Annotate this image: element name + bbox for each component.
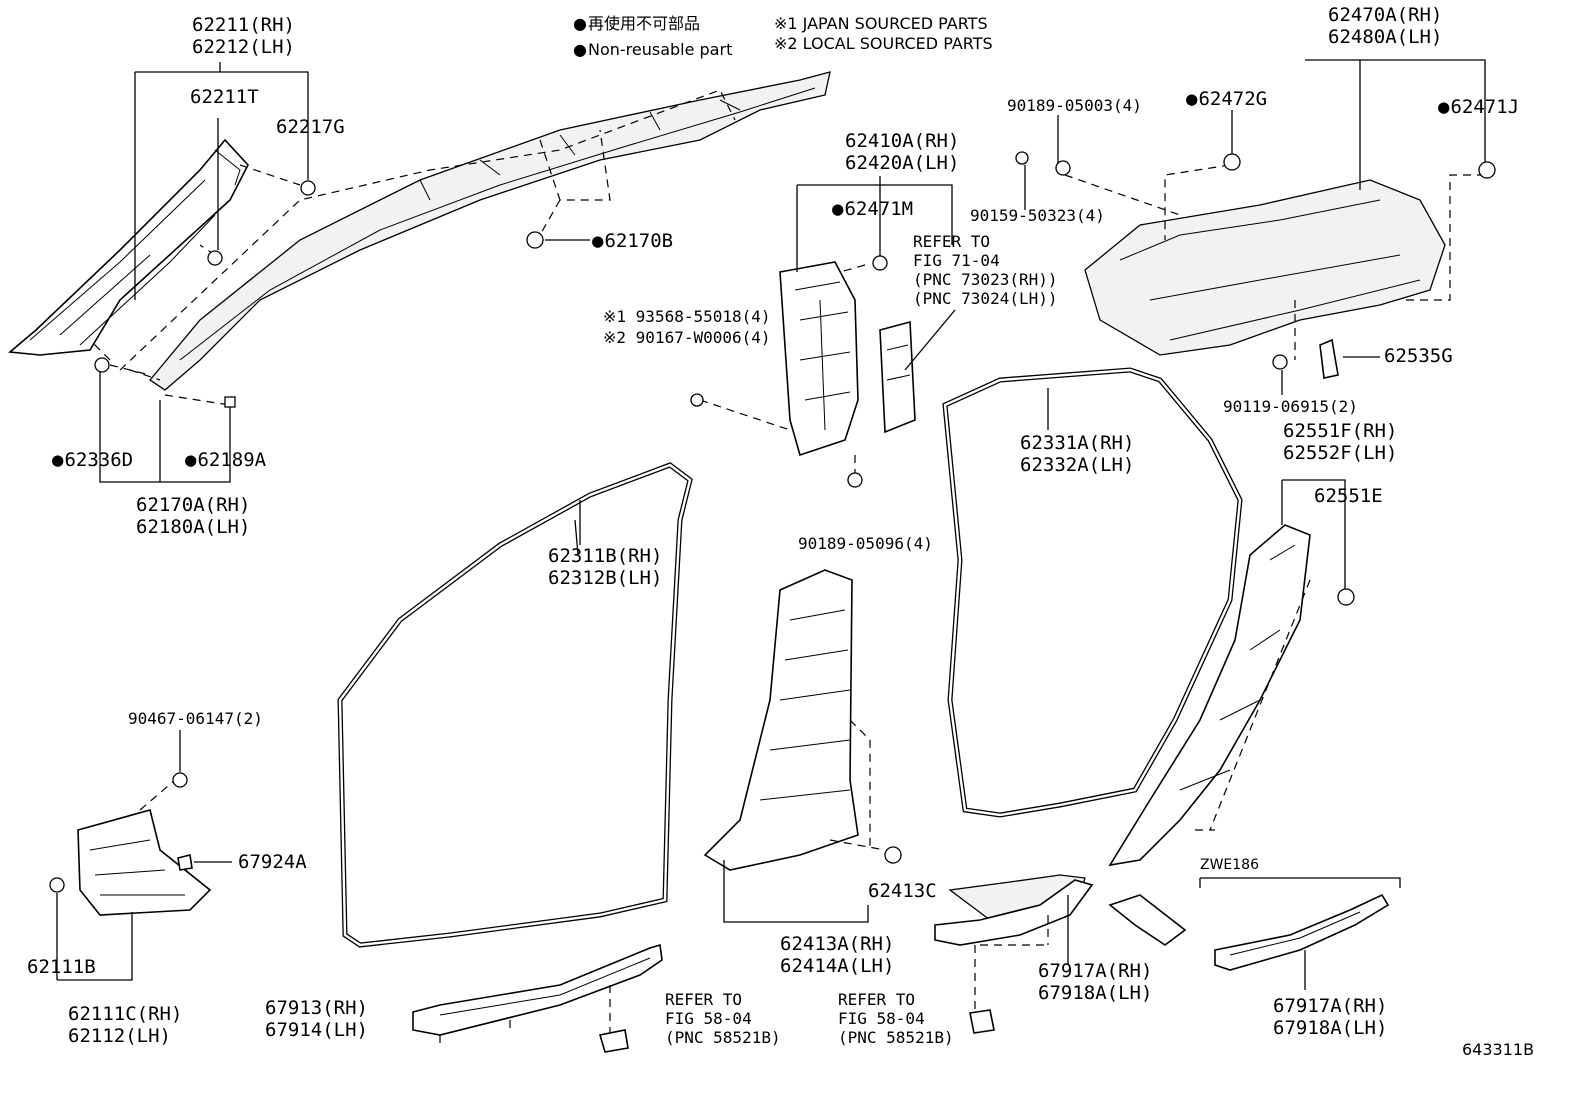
quarter-trim-panel bbox=[1108, 479, 1355, 867]
label-62189a[interactable]: 62189A bbox=[185, 449, 266, 471]
label-62413a[interactable]: 62413A(RH)62414A(LH) bbox=[780, 933, 895, 977]
center-pillar-lower-garnish bbox=[703, 569, 859, 871]
label-90467[interactable]: 90467-06147(2) bbox=[128, 709, 263, 728]
legend-non-reusable-en: Non-reusable part bbox=[573, 40, 732, 60]
label-62410a[interactable]: 62410A(RH)62420A(LH) bbox=[845, 130, 960, 174]
cowl-side-trim bbox=[49, 730, 232, 981]
label-93568[interactable]: ※1 93568-55018(4) bbox=[603, 307, 771, 326]
front-door-weatherstrip bbox=[337, 462, 693, 948]
label-zwe186: ZWE186 bbox=[1200, 857, 1260, 873]
roof-side-inner-garnish bbox=[1084, 179, 1446, 356]
seatbelt-adjuster-ref bbox=[879, 320, 916, 434]
label-62551e[interactable]: 62551E bbox=[1314, 485, 1383, 507]
label-62471j[interactable]: 62471J bbox=[1438, 96, 1519, 118]
label-62336d[interactable]: 62336D bbox=[52, 449, 133, 471]
label-62170b[interactable]: 62170B bbox=[592, 230, 673, 252]
label-67917a-std[interactable]: 67917A(RH)67918A(LH) bbox=[1038, 960, 1153, 1004]
label-90167[interactable]: ※2 90167-W0006(4) bbox=[603, 328, 771, 347]
label-62111b[interactable]: 62111B bbox=[27, 956, 96, 978]
rear-door-weatherstrip bbox=[942, 367, 1243, 818]
roof-side-garnish bbox=[149, 71, 831, 391]
front-pillar-garnish bbox=[8, 138, 249, 356]
diagram-id: 643311B bbox=[1462, 1040, 1535, 1059]
label-62471m[interactable]: 62471M bbox=[832, 198, 913, 220]
a-pillar-leaders bbox=[89, 62, 590, 483]
c-pillar-leaders bbox=[1015, 59, 1496, 395]
legend-en-text: Non-reusable part bbox=[587, 40, 733, 59]
label-62331a[interactable]: 62331A(RH)62332A(LH) bbox=[1020, 432, 1135, 476]
label-67917a-zwe186[interactable]: 67917A(RH)67918A(LH) bbox=[1273, 995, 1388, 1039]
legend-note-1: ※1 JAPAN SOURCED PARTS bbox=[774, 14, 988, 33]
label-90189-05003[interactable]: 90189-05003(4) bbox=[1007, 96, 1142, 115]
label-62535g[interactable]: 62535G bbox=[1384, 345, 1453, 367]
legend-non-reusable-jp: 再使用不可部品 bbox=[573, 14, 700, 34]
label-62211t[interactable]: 62211T bbox=[190, 86, 259, 108]
b-pillar-leaders bbox=[690, 176, 956, 488]
roof-rail-dashed-outline bbox=[119, 89, 736, 406]
label-62211[interactable]: 62211(RH)62212(LH) bbox=[192, 14, 295, 58]
legend-jp-text: 再使用不可部品 bbox=[587, 14, 700, 33]
front-door-scuff-plate bbox=[412, 943, 663, 1053]
legend-note-2: ※2 LOCAL SOURCED PARTS bbox=[774, 34, 993, 53]
label-62470a[interactable]: 62470A(RH)62480A(LH) bbox=[1328, 4, 1443, 48]
label-67913[interactable]: 67913(RH)67914(LH) bbox=[265, 997, 368, 1041]
zwe186-scuff-plate bbox=[1199, 877, 1401, 990]
label-90119[interactable]: 90119-06915(2) bbox=[1223, 397, 1358, 416]
label-90189-05096[interactable]: 90189-05096(4) bbox=[798, 534, 933, 553]
label-62413c[interactable]: 62413C bbox=[868, 880, 937, 902]
label-62170a[interactable]: 62170A(RH)62180A(LH) bbox=[136, 494, 251, 538]
label-62551f[interactable]: 62551F(RH)62552F(LH) bbox=[1283, 420, 1398, 464]
label-67924a[interactable]: 67924A bbox=[238, 851, 307, 873]
b-lower-leaders bbox=[574, 519, 902, 923]
rear-door-scuff-plate bbox=[934, 874, 1187, 1034]
center-pillar-upper-garnish bbox=[779, 261, 859, 457]
label-62472g[interactable]: 62472G bbox=[1186, 88, 1267, 110]
a-pillar-clips bbox=[94, 180, 544, 408]
label-90159[interactable]: 90159-50323(4) bbox=[970, 206, 1105, 225]
label-62311b[interactable]: 62311B(RH)62312B(LH) bbox=[548, 545, 663, 589]
label-62111c[interactable]: 62111C(RH)62112(LH) bbox=[68, 1003, 183, 1047]
label-62217g[interactable]: 62217G bbox=[276, 116, 345, 138]
